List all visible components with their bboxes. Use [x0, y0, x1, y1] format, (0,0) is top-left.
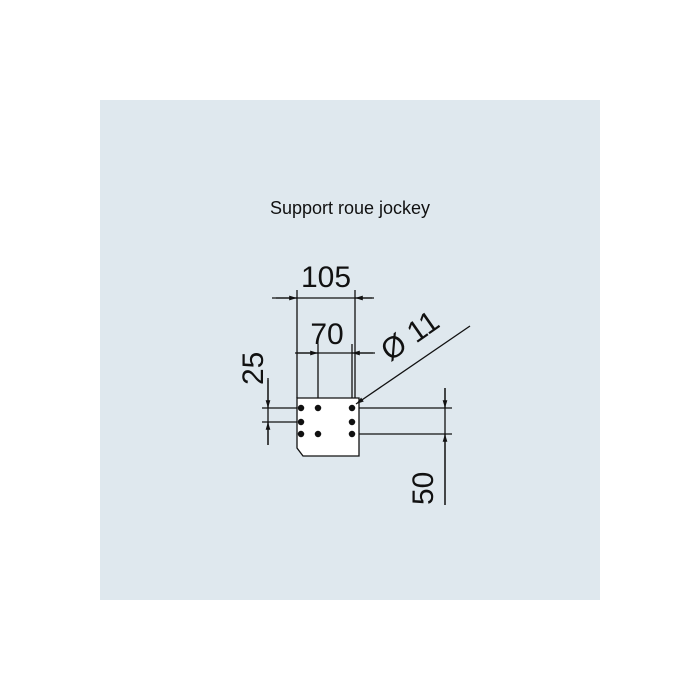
- diameter-leader: [355, 325, 471, 405]
- bolt-hole: [314, 430, 322, 438]
- drawing-panel: [100, 100, 600, 600]
- bolt-hole: [348, 430, 356, 438]
- dimension-label-50: 50: [407, 472, 440, 505]
- dimension-label-105: 105: [301, 261, 351, 294]
- dimension-label-70: 70: [310, 318, 343, 351]
- dimension-label-25: 25: [237, 352, 270, 385]
- bolt-hole: [297, 404, 305, 412]
- bolt-hole: [314, 404, 322, 412]
- bolt-hole: [348, 404, 356, 412]
- bolt-hole: [348, 418, 356, 426]
- bolt-hole: [297, 418, 305, 426]
- drawing-title: Support roue jockey: [269, 198, 431, 218]
- bolt-hole: [297, 430, 305, 438]
- plate-outline: [296, 397, 360, 457]
- dimension-label-diameter: Ø 11: [375, 305, 445, 368]
